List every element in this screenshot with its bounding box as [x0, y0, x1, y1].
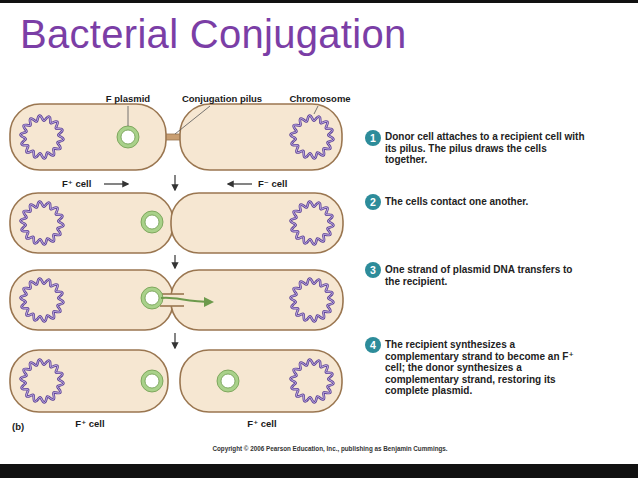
plasmid-outer [141, 287, 163, 309]
cell-label: F⁺ cell [247, 418, 276, 429]
donor-cell [10, 104, 166, 170]
plasmids [117, 126, 239, 392]
new-donor-cell [180, 350, 342, 412]
f-plasmid [117, 126, 139, 148]
donor-cell [10, 350, 168, 412]
diagram-title: Bacterial Conjugation [20, 12, 407, 57]
step-description: The cells contact one another. [385, 196, 590, 208]
plasmid-inner [145, 215, 159, 229]
plasmid-outer [217, 370, 239, 392]
chromosome-strand [291, 279, 334, 322]
step-number: 2 [370, 197, 376, 208]
plasmid-outer [141, 370, 163, 392]
part-label: Conjugation pilus [182, 93, 262, 104]
copyright-note: Copyright © 2006 Pearson Education, Inc.… [212, 443, 447, 454]
chromosome-strand [21, 360, 64, 403]
chromosome-strand [21, 279, 64, 322]
plasmid-inner [121, 130, 135, 144]
arrows [104, 175, 252, 348]
f-plasmid [141, 370, 163, 392]
cell-label: F⁻ cell [258, 178, 287, 189]
junction-edge [160, 305, 184, 307]
plasmid-ring [143, 213, 161, 231]
top-bar [0, 0, 638, 3]
f-plasmid [217, 370, 239, 392]
plasmid-outer [141, 211, 163, 233]
chromosome-outline [291, 116, 334, 159]
chromosome-loop [291, 202, 334, 245]
plasmid-inner [221, 374, 235, 388]
f-plasmid [141, 287, 163, 309]
recipient-cell [171, 193, 343, 253]
recipient-cell [180, 104, 342, 170]
step-number-circle: 1 [365, 130, 381, 146]
step-description: The recipient synthesizes a complementar… [385, 339, 590, 397]
plasmid-ring [119, 128, 137, 146]
part-label: Chromosome [289, 93, 350, 104]
leader-line [128, 106, 129, 126]
chromosome-strand [291, 116, 334, 159]
step-number-circle: 3 [365, 262, 381, 278]
chromosome-outline [291, 360, 334, 403]
donor-cell [10, 193, 173, 253]
chromosome-loop [291, 116, 334, 159]
bottom-bar [0, 464, 638, 478]
step-arrow [174, 255, 175, 268]
step-number: 1 [370, 133, 376, 144]
chromosomes [21, 116, 334, 403]
plasmid-ring [143, 372, 161, 390]
chromosome-outline [291, 202, 334, 245]
plasmid-ring [143, 289, 161, 307]
part-label: F plasmid [106, 93, 150, 104]
chromosome-strand [21, 116, 64, 159]
chromosome-loop [291, 360, 334, 403]
plasmid-inner [145, 291, 159, 305]
plasmid-outer [117, 126, 139, 148]
chromosome-loop [291, 279, 334, 322]
chromosome-loop [21, 360, 64, 403]
step-description: One strand of plasmid DNA transfers to t… [385, 264, 590, 287]
step-arrow [174, 175, 175, 190]
transferred-strand [161, 298, 212, 302]
cell-label: F⁺ cell [62, 178, 91, 189]
recipient-cell [171, 270, 343, 330]
direction-arrow [104, 183, 128, 184]
leader-line [314, 106, 318, 114]
chromosome-strand [291, 202, 334, 245]
chromosome-loop [21, 116, 64, 159]
step-number: 4 [370, 340, 376, 351]
chromosome-outline [21, 202, 64, 245]
leader-line [175, 106, 210, 134]
step-number-circle: 4 [365, 337, 381, 353]
donor-cell [10, 270, 173, 330]
cells [10, 104, 343, 412]
step-number-circle: 2 [365, 194, 381, 210]
f-plasmid [141, 211, 163, 233]
chromosome-outline [21, 116, 64, 159]
step-arrow [174, 333, 175, 348]
junction-edge [160, 293, 184, 295]
step-number: 3 [370, 265, 376, 276]
chromosome-loop [21, 279, 64, 322]
cell-label: F⁺ cell [75, 418, 104, 429]
chromosome-outline [21, 360, 64, 403]
chromosome-strand [291, 360, 334, 403]
chromosome-outline [21, 279, 64, 322]
panel-letter: (b) [12, 421, 24, 432]
chromosome-outline [291, 279, 334, 322]
chromosome-loop [21, 202, 64, 245]
plasmid-inner [145, 374, 159, 388]
step-description: Donor cell attaches to a recipient cell … [385, 131, 590, 166]
direction-arrow [228, 183, 252, 184]
leader-lines [128, 106, 318, 134]
chromosome-strand [21, 202, 64, 245]
plasmid-ring [219, 372, 237, 390]
